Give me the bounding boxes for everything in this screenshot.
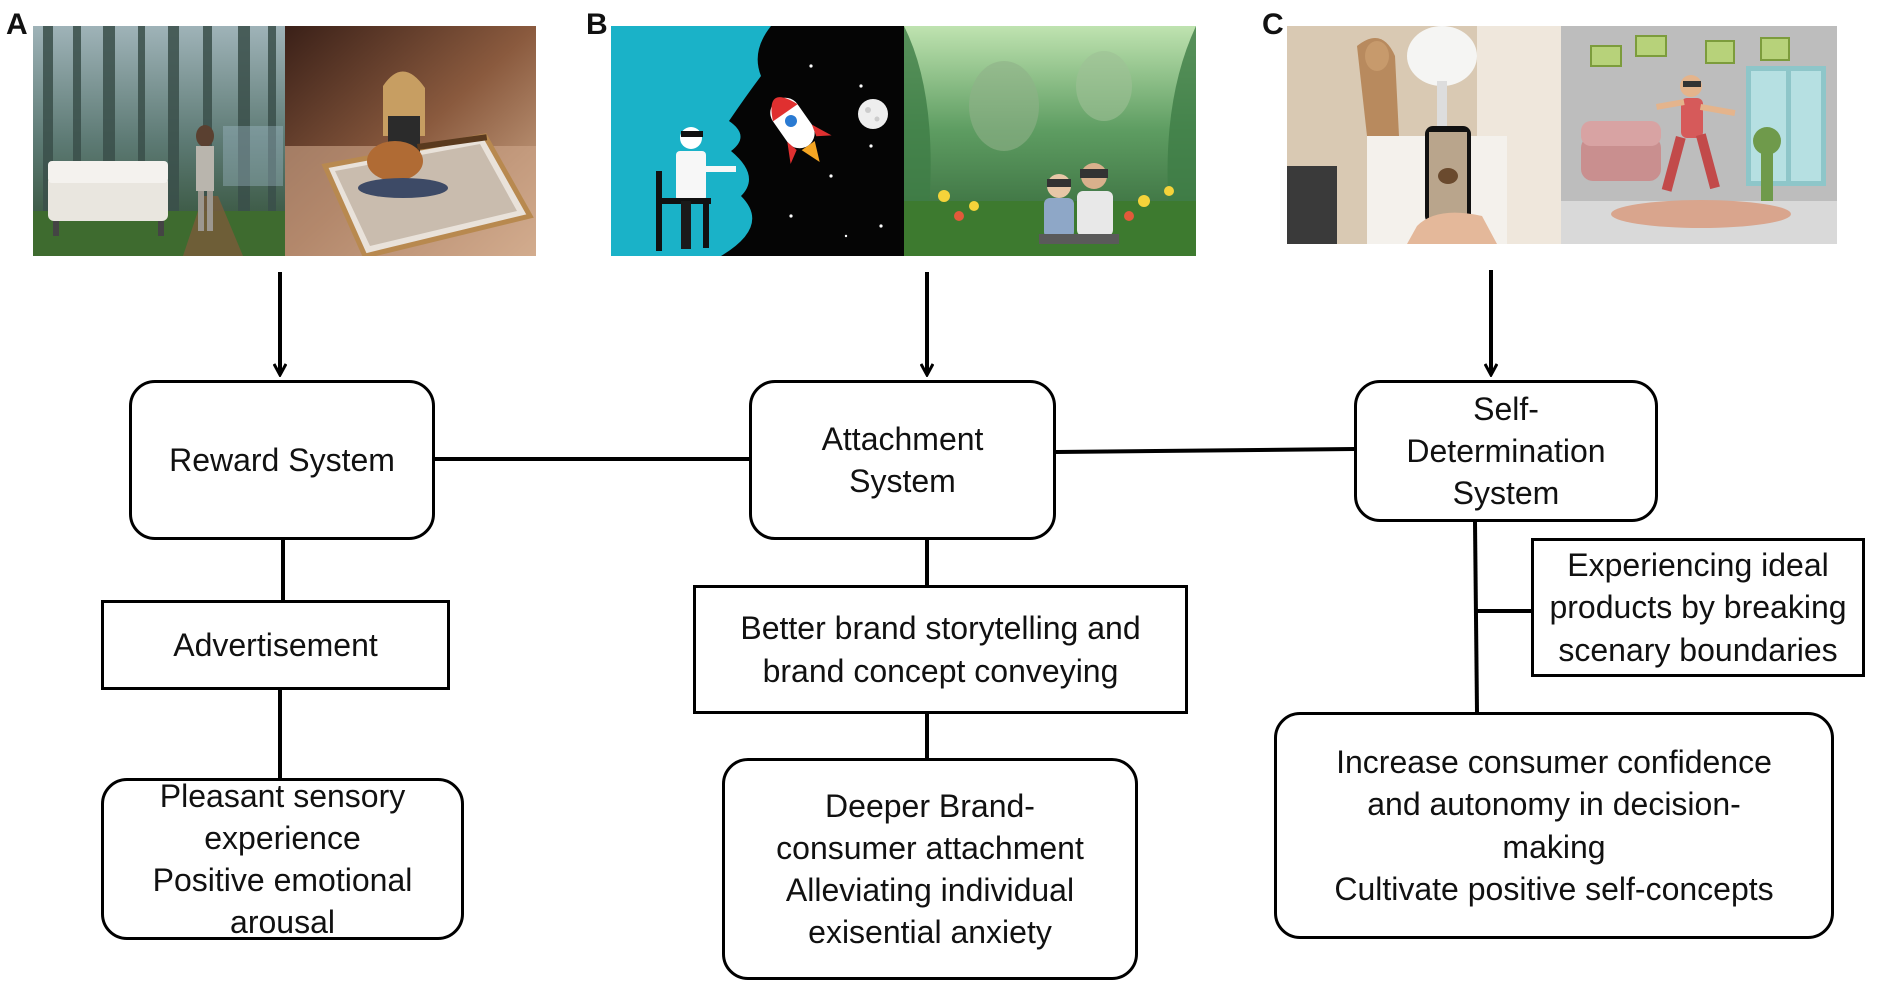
deeper-attachment-box: Deeper Brand- consumer attachment Allevi… bbox=[722, 758, 1138, 980]
attachment-system-box: Attachment System bbox=[749, 380, 1056, 540]
vr-couple-jungle-photo bbox=[904, 26, 1196, 256]
panel-letter-b: B bbox=[586, 8, 608, 41]
ar-smartphone-sculpture-photo bbox=[1287, 26, 1561, 244]
line-selfdetermination-confidence bbox=[1473, 521, 1479, 713]
vr-fitness-illustration bbox=[1561, 26, 1837, 244]
reward-system-label: Reward System bbox=[169, 441, 395, 478]
consumer-confidence-label: Increase consumer confidence and autonom… bbox=[1334, 744, 1774, 907]
deeper-attachment-label: Deeper Brand- consumer attachment Allevi… bbox=[776, 787, 1084, 951]
experiencing-ideal-products-label: Experiencing ideal products by breaking … bbox=[1549, 547, 1847, 668]
imagination-rocket-illustration bbox=[611, 26, 904, 256]
consumer-confidence-box: Increase consumer confidence and autonom… bbox=[1274, 712, 1834, 939]
smartphone-guitarist-photo bbox=[285, 26, 536, 256]
link-attachment-selfdetermination bbox=[1055, 447, 1355, 454]
attachment-system-label: Attachment System bbox=[821, 420, 984, 499]
experiencing-ideal-products-box: Experiencing ideal products by breaking … bbox=[1531, 538, 1865, 677]
self-determination-system-box: Self- Determination System bbox=[1354, 380, 1658, 522]
brand-storytelling-label: Better brand storytelling and brand conc… bbox=[740, 610, 1141, 689]
brand-storytelling-box: Better brand storytelling and brand conc… bbox=[693, 585, 1188, 714]
pleasant-sensory-label: Pleasant sensory experience Positive emo… bbox=[152, 777, 413, 941]
vr-forest-bedroom-photo bbox=[33, 26, 285, 256]
pleasant-sensory-box: Pleasant sensory experience Positive emo… bbox=[101, 778, 464, 940]
advertisement-box: Advertisement bbox=[101, 600, 450, 690]
panel-letter-c: C bbox=[1262, 8, 1284, 41]
self-determination-system-label: Self- Determination System bbox=[1406, 390, 1606, 512]
reward-system-box: Reward System bbox=[129, 380, 435, 540]
advertisement-label: Advertisement bbox=[173, 626, 378, 663]
panel-letter-a: A bbox=[6, 8, 28, 41]
